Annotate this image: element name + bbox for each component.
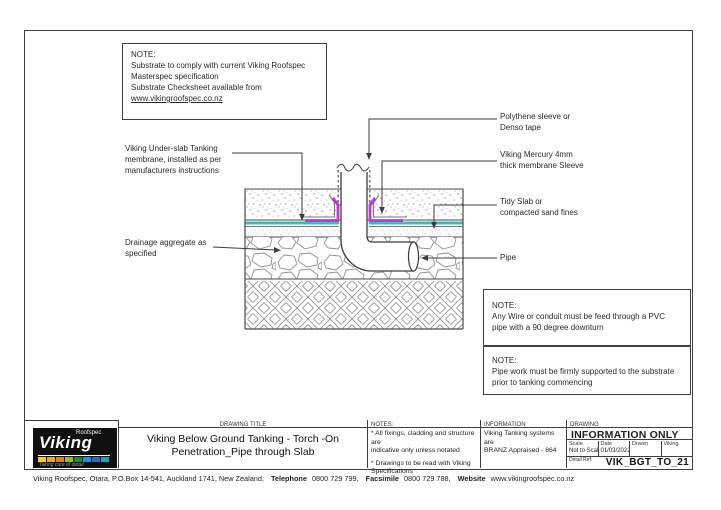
logo-underline xyxy=(38,455,110,456)
notes-header: NOTES: xyxy=(368,420,480,428)
leader-polythene xyxy=(368,118,497,156)
drawing-title-line2: Penetration_Pipe through Slab xyxy=(171,446,315,458)
title-block-drawing-title-cell: DRAWING TITLE Viking Below Ground Tankin… xyxy=(118,420,367,468)
logo-color-bar xyxy=(38,457,109,462)
footer-facsimile-label: Facsimile xyxy=(365,474,399,483)
logo-tagline: Taking care of detail xyxy=(39,462,84,468)
drawing-title-line1: Viking Below Ground Tanking - Torch -On xyxy=(146,433,340,445)
pipe-support-note-box: NOTE: Pipe work must be firmly supported… xyxy=(483,346,691,395)
notes-item-1: * All fixings, cladding and structure ar… xyxy=(371,430,475,454)
leader-arrowheads xyxy=(274,153,437,261)
field-drawn: Drawn xyxy=(630,441,662,456)
callout-polythene-sleeve: Polythene sleeve or Denso tape xyxy=(500,112,571,132)
field-viking: Viking xyxy=(663,441,679,447)
leader-mercury-sleeve xyxy=(381,160,497,210)
callout-underslab-membrane: Viking Under-slab Tanking membrane, inst… xyxy=(125,144,222,175)
membrane-sleeve xyxy=(301,194,407,222)
pipe xyxy=(336,163,420,272)
logo-brand-text: Viking xyxy=(39,433,93,452)
callout-pipe: Pipe xyxy=(500,253,517,262)
drawing-title-header: DRAWING TITLE xyxy=(119,420,367,428)
field-scale: Scale Not to Scale xyxy=(569,441,599,456)
information-body: Viking Tanking systems are BRANZ Apprais… xyxy=(484,430,557,454)
viking-logo: Roofspec Viking Taking care of detail xyxy=(33,428,117,468)
pipe-break-mask xyxy=(339,163,369,172)
footer-facsimile: 0800 729 788, xyxy=(403,474,451,483)
detail-ref-label: Detail Ref: xyxy=(569,457,593,463)
callout-drainage-aggregate: Drainage aggregate as specified xyxy=(125,238,207,258)
detail-ref-row: Detail Ref: VIK_BGT_TO_21 xyxy=(567,456,692,468)
drawing-status: INFORMATION ONLY xyxy=(567,428,692,441)
pipe-support-note-title: NOTE: xyxy=(492,356,517,365)
callout-mercury-sleeve: Viking Mercury 4mm thick membrane Sleeve xyxy=(500,150,584,170)
sheet-border xyxy=(24,30,693,470)
substrate-note-title: NOTE: xyxy=(131,50,156,59)
information-header: INFORMATION xyxy=(481,420,566,428)
substrate-note-link[interactable]: www.vikingroofspec.co.nz xyxy=(131,94,223,103)
callout-tidy-slab: Tidy Slab or compacted sand fines xyxy=(500,197,578,217)
concrete-slab-layer xyxy=(244,188,464,221)
pipe-top-break-line xyxy=(336,163,370,172)
drawing-fields-row: Scale Not to Scale Date 01/03/2022 Drawn… xyxy=(567,441,692,456)
substrate-note-body: Substrate to comply with current Viking … xyxy=(131,61,306,92)
wire-conduit-note-box: NOTE: Any Wire or conduit must be feed t… xyxy=(483,289,691,346)
leader-tidy-slab xyxy=(433,204,497,225)
section-outline xyxy=(244,189,464,330)
footer-contact-line: Viking Roofspec, Otara, P.O.Box 14-541, … xyxy=(33,474,574,483)
pipe-end-break xyxy=(407,241,420,272)
footer-website-label: Website xyxy=(457,474,486,483)
hardfill-layer xyxy=(245,281,463,329)
wire-conduit-note-body: Any Wire or conduit must be feed through… xyxy=(492,312,665,332)
footer-telephone: 0800 729 799, xyxy=(311,474,359,483)
detail-ref-value: VIK_BGT_TO_21 xyxy=(605,457,689,468)
pipe-support-note-body: Pipe work must be firmly supported to th… xyxy=(492,367,675,387)
title-block-drawing-cell: DRAWING INFORMATION ONLY Scale Not to Sc… xyxy=(566,420,692,468)
logo-roofspec-text: Roofspec xyxy=(76,430,102,436)
drawing-header: DRAWING xyxy=(567,420,692,428)
footer-website[interactable]: www.vikingroofspec.co.nz xyxy=(490,474,575,483)
membrane-layer xyxy=(245,221,463,227)
leader-membrane xyxy=(232,152,303,217)
leader-drainage xyxy=(212,246,277,251)
wire-conduit-note-title: NOTE: xyxy=(492,301,517,310)
notes-item-2: * Drawings to be read with Viking Specif… xyxy=(371,459,471,476)
field-date: Date 01/03/2022 xyxy=(600,441,630,456)
substrate-note-box: NOTE: Substrate to comply with current V… xyxy=(122,43,327,120)
title-block-information-cell: INFORMATION Viking Tanking systems are B… xyxy=(480,420,566,468)
leader-lines xyxy=(212,118,497,259)
title-block-notes-cell: NOTES: * All fixings, cladding and struc… xyxy=(367,420,480,475)
footer-telephone-label: Telephone xyxy=(270,474,307,483)
footer-address: Viking Roofspec, Otara, P.O.Box 14-541, … xyxy=(33,474,264,483)
